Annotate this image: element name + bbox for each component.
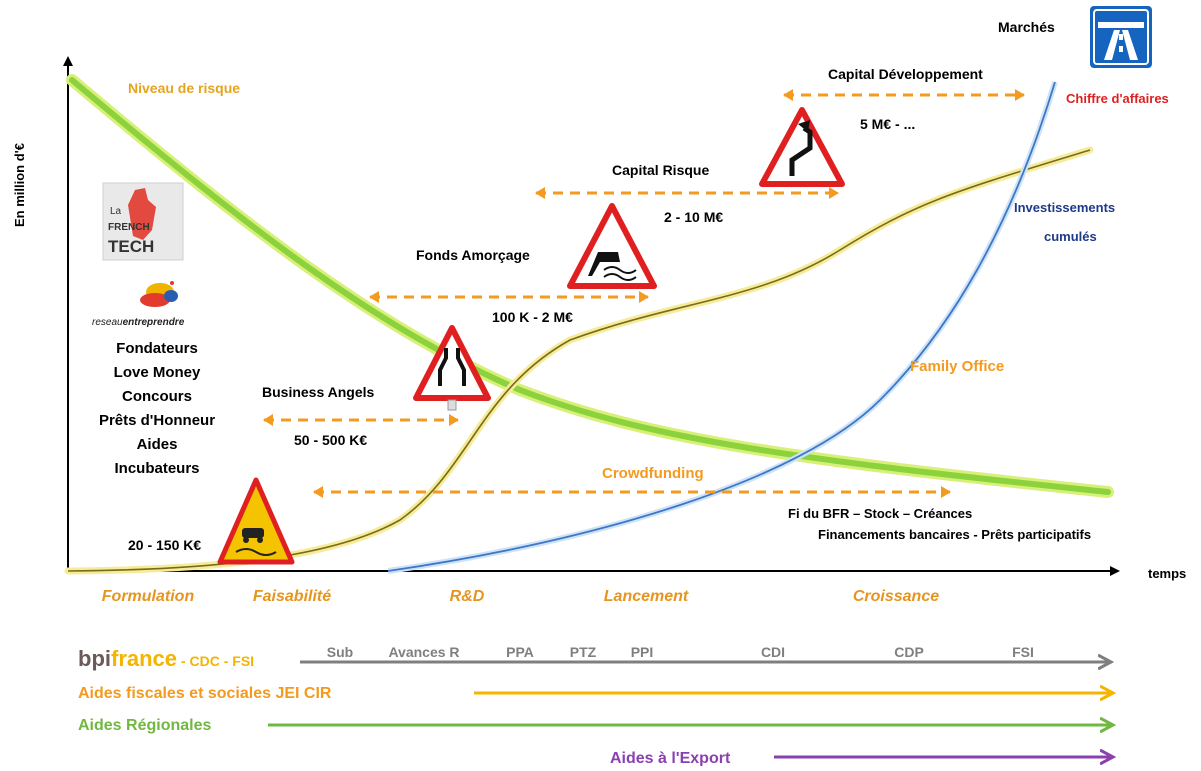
phase-label: Faisabilité bbox=[253, 588, 331, 605]
amorcage-label: Fonds Amorçage bbox=[416, 247, 530, 263]
revenue-curve-label: Chiffre d'affaires bbox=[1066, 91, 1169, 106]
investment-label-1: Investissements bbox=[1014, 200, 1115, 215]
revenue-curve-glow bbox=[387, 81, 1058, 574]
early-funding-item: Aides bbox=[137, 436, 178, 453]
capital-dev-amount: 5 M€ - ... bbox=[860, 116, 915, 132]
risk-curve bbox=[69, 77, 1111, 495]
public-tool-label: PPI bbox=[631, 644, 654, 660]
early-funding-amount: 20 - 150 K€ bbox=[128, 537, 201, 553]
early-funding-item: Incubateurs bbox=[114, 460, 199, 477]
quay-warning-sign-icon bbox=[567, 203, 657, 289]
french-tech-logo-text-3: TECH bbox=[108, 237, 154, 256]
bank-financing-line-1: Fi du BFR – Stock – Créances bbox=[788, 506, 972, 521]
french-tech-logo: La FRENCH TECH bbox=[102, 182, 184, 261]
investment-label-2: cumulés bbox=[1044, 229, 1097, 244]
risk-curve-label: Niveau de risque bbox=[128, 80, 240, 96]
fiscal-aids-label: Aides fiscales et sociales JEI CIR bbox=[78, 685, 332, 702]
amorcage-amount: 100 K - 2 M€ bbox=[492, 309, 573, 325]
early-funding-list: Fondateurs Love Money Concours Prêts d'H… bbox=[99, 340, 215, 477]
business-angels-label: Business Angels bbox=[262, 384, 375, 400]
road-narrows-sign-icon bbox=[413, 325, 491, 411]
regional-aids-label: Aides Régionales bbox=[78, 717, 211, 734]
early-funding-item: Prêts d'Honneur bbox=[99, 412, 215, 429]
phase-label: Lancement bbox=[604, 588, 689, 605]
y-axis-label: En million d'€ bbox=[12, 143, 27, 227]
public-tool-label: FSI bbox=[1012, 644, 1034, 660]
markets-label: Marchés bbox=[998, 19, 1055, 35]
phase-labels: Formulation Faisabilité R&D Lancement Cr… bbox=[102, 588, 939, 605]
public-tool-label: Sub bbox=[327, 644, 353, 660]
double-bend-sign-icon bbox=[759, 107, 845, 187]
business-angels-amount: 50 - 500 K€ bbox=[294, 432, 367, 448]
capital-dev-label: Capital Développement bbox=[828, 66, 983, 82]
slippery-road-sign-icon bbox=[217, 477, 295, 565]
french-tech-logo-text-2: FRENCH bbox=[108, 222, 150, 233]
reseau-entreprendre-logo-text: reseauentreprendre bbox=[92, 317, 185, 328]
family-office-label: Family Office bbox=[910, 358, 1004, 375]
export-aids-label: Aides à l'Export bbox=[610, 750, 731, 766]
public-tools-list: Sub Avances R PPA PTZ PPI CDI CDP FSI bbox=[327, 644, 1034, 660]
bpifrance-logo: bpifrance - CDC - FSI bbox=[78, 646, 254, 671]
motorway-sign-icon bbox=[1090, 6, 1152, 68]
investment-curve bbox=[67, 149, 1091, 572]
public-tool-label: CDP bbox=[894, 644, 924, 660]
french-tech-logo-text-1: La bbox=[110, 206, 122, 217]
early-funding-item: Concours bbox=[122, 388, 192, 405]
phase-label: Formulation bbox=[102, 588, 195, 605]
reseau-entreprendre-logo: reseauentreprendre bbox=[92, 281, 185, 328]
early-funding-item: Fondateurs bbox=[116, 340, 198, 357]
public-tool-label: PPA bbox=[506, 644, 534, 660]
capital-risque-label: Capital Risque bbox=[612, 162, 709, 178]
bank-financing-line-2: Financements bancaires - Prêts participa… bbox=[818, 527, 1091, 542]
early-funding-item: Love Money bbox=[114, 364, 201, 381]
capital-risque-amount: 2 - 10 M€ bbox=[664, 209, 723, 225]
public-tool-label: CDI bbox=[761, 644, 785, 660]
public-tool-label: PTZ bbox=[570, 644, 597, 660]
x-axis-label: temps bbox=[1148, 566, 1186, 581]
revenue-curve bbox=[387, 81, 1056, 572]
phase-label: R&D bbox=[450, 588, 485, 605]
crowdfunding-label: Crowdfunding bbox=[602, 465, 704, 482]
public-tool-label: Avances R bbox=[388, 644, 459, 660]
phase-label: Croissance bbox=[853, 588, 939, 605]
